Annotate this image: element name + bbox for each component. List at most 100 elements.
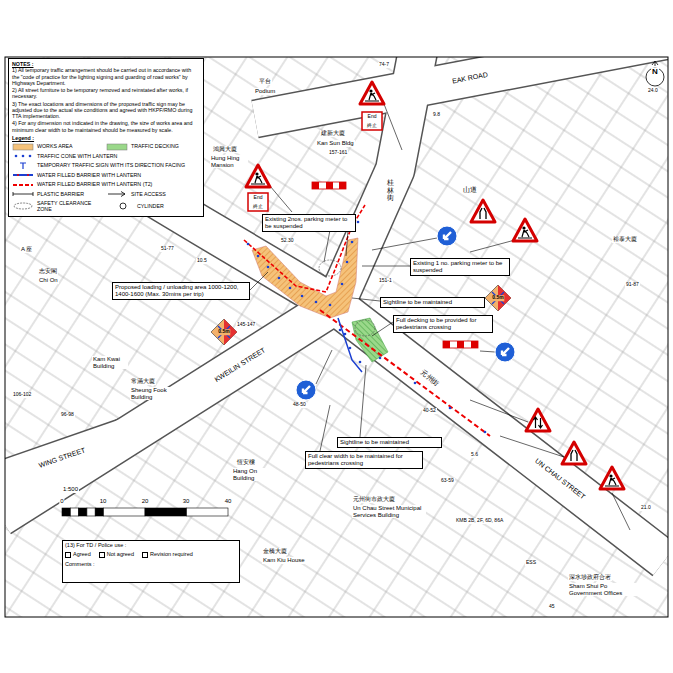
option-item: Agreed bbox=[65, 551, 91, 557]
scale-bar bbox=[62, 508, 228, 516]
map-label: 157-161 bbox=[328, 150, 348, 156]
map-label: 45 bbox=[548, 604, 556, 610]
scale-bar bbox=[79, 508, 87, 516]
map-label: Kan Sun Bldg bbox=[316, 140, 355, 147]
legend-heading: Legend : bbox=[12, 135, 200, 141]
legend-swatch bbox=[12, 171, 34, 179]
legend-swatch bbox=[13, 184, 33, 186]
map-label: 恆安樓 bbox=[236, 459, 256, 466]
option-row: AgreedNot agreedRevision required bbox=[65, 551, 237, 557]
road-kerbs bbox=[5, 57, 668, 560]
plastic-barrier-board bbox=[312, 182, 319, 189]
map-label: 63-59 bbox=[440, 478, 455, 484]
map-label: 74-7 bbox=[378, 62, 390, 68]
sign-text: 0.5m bbox=[217, 329, 230, 335]
traffic-signs bbox=[360, 82, 384, 104]
note-item: 2) All street furniture to be temporary … bbox=[12, 87, 200, 100]
scale-ratio: 1:500 bbox=[62, 486, 79, 493]
map-label: Chi On bbox=[38, 277, 59, 284]
scale-tick: 10 bbox=[99, 498, 108, 505]
callout-text: Existing 1 no. parking meter to be suspe… bbox=[413, 260, 507, 274]
traffic-cones bbox=[247, 243, 250, 246]
callout-text: Full clear width to be maintained for pe… bbox=[308, 453, 420, 467]
sign-text: End bbox=[253, 195, 264, 201]
traffic-cones bbox=[344, 333, 347, 336]
legend-row: PLASTIC BARRIERSITE ACCESS bbox=[12, 190, 200, 198]
water-barrier bbox=[244, 205, 365, 292]
legend-text: PLASTIC BARRIER bbox=[37, 191, 84, 197]
traffic-signs bbox=[513, 219, 537, 241]
legend-swatch bbox=[29, 155, 32, 158]
plastic-barrier-board bbox=[443, 341, 478, 348]
scale-bar bbox=[70, 508, 78, 516]
legend-swatch bbox=[17, 174, 19, 176]
traffic-signs bbox=[437, 226, 457, 246]
traffic-cones bbox=[278, 277, 281, 280]
map-label: 145-147 bbox=[236, 322, 256, 328]
callout-box: Existing 1 no. parking meter to be suspe… bbox=[410, 258, 510, 276]
callout-box: Existing 2nos. parking meter to be suspe… bbox=[262, 214, 356, 232]
road-name: 山道 bbox=[462, 186, 478, 194]
legend-item: WATER FILLED BARRIER WITH LANTERN bbox=[12, 171, 141, 179]
legend-swatch bbox=[106, 143, 128, 151]
map-label: Un Chau Street Municipal Services Buildi… bbox=[352, 505, 426, 518]
legend: WORKS AREATRAFFIC DECKINGTRAFFIC CONE WI… bbox=[12, 143, 200, 213]
legend-text: WORKS AREA bbox=[37, 143, 73, 149]
water-barrier bbox=[338, 318, 362, 372]
traffic-signs bbox=[526, 409, 550, 431]
legend-swatch bbox=[12, 152, 34, 160]
road-name: 桂林街 bbox=[386, 178, 395, 203]
leader-lines bbox=[372, 322, 393, 336]
building-plots bbox=[5, 57, 668, 617]
sign-text: End bbox=[367, 114, 378, 120]
map-label: 5.6 bbox=[470, 452, 479, 458]
plastic-barrier-board bbox=[326, 182, 333, 189]
map-label: Sheung Fook Building bbox=[130, 387, 172, 400]
legend-item: TEMPORARY TRAFFIC SIGN WITH ITS DIRECTIO… bbox=[12, 162, 185, 170]
plastic-barrier-board bbox=[457, 341, 464, 348]
map-label: Kam Kwai Building bbox=[92, 356, 128, 369]
legend-swatch bbox=[13, 174, 33, 176]
legend-item: PLASTIC BARRIER bbox=[12, 190, 100, 198]
map-label: Podium bbox=[254, 88, 276, 95]
map-label: 平台 bbox=[258, 78, 272, 85]
legend-swatch bbox=[13, 192, 33, 196]
leader-lines bbox=[250, 104, 630, 530]
map-label: 24.0 bbox=[647, 88, 659, 94]
callout-box: Full decking to be provided for pedestri… bbox=[393, 315, 493, 333]
scale-tick: 20 bbox=[141, 498, 150, 505]
legend-text: WATER FILLED BARRIER WITH LANTERN bbox=[37, 172, 141, 178]
checkbox bbox=[65, 552, 71, 558]
leader-lines bbox=[612, 493, 630, 530]
traffic-cones bbox=[339, 329, 342, 332]
map-label: Sham Shui Po Government Offices bbox=[568, 583, 642, 596]
note-item: 1) All temporary traffic arrangement sho… bbox=[12, 67, 200, 86]
leader-lines bbox=[384, 104, 402, 150]
traffic-cones bbox=[414, 382, 417, 385]
road-kerbs bbox=[255, 57, 668, 119]
drawing-frame bbox=[5, 57, 668, 617]
legend-swatch bbox=[106, 190, 128, 198]
traffic-signs bbox=[600, 467, 624, 489]
traffic-cones bbox=[379, 357, 382, 360]
callout-box: Full clear width to be maintained for pe… bbox=[305, 451, 423, 469]
traffic-signs bbox=[248, 193, 268, 211]
traffic-cones bbox=[267, 266, 270, 269]
checkbox bbox=[99, 552, 105, 558]
legend-row: WATER FILLED BARRIER WITH LANTERN bbox=[12, 171, 200, 179]
legend-swatch bbox=[22, 155, 25, 158]
traffic-cones bbox=[301, 295, 304, 298]
leader-lines bbox=[470, 240, 515, 252]
callout-box: Sightline to be maintained bbox=[380, 297, 485, 308]
map-label: 96-98 bbox=[60, 412, 75, 418]
legend-swatch bbox=[12, 143, 34, 151]
note-item: 4) For any dimension not indicated in th… bbox=[12, 120, 200, 133]
sign-text: 0.5m bbox=[491, 295, 504, 301]
legend-item: WORKS AREA bbox=[12, 143, 100, 151]
legend-swatch bbox=[14, 203, 32, 209]
leader-lines bbox=[360, 365, 366, 437]
map-label: 建新大廈 bbox=[320, 130, 346, 137]
traffic-signs bbox=[246, 165, 270, 187]
traffic-signs bbox=[296, 380, 316, 400]
